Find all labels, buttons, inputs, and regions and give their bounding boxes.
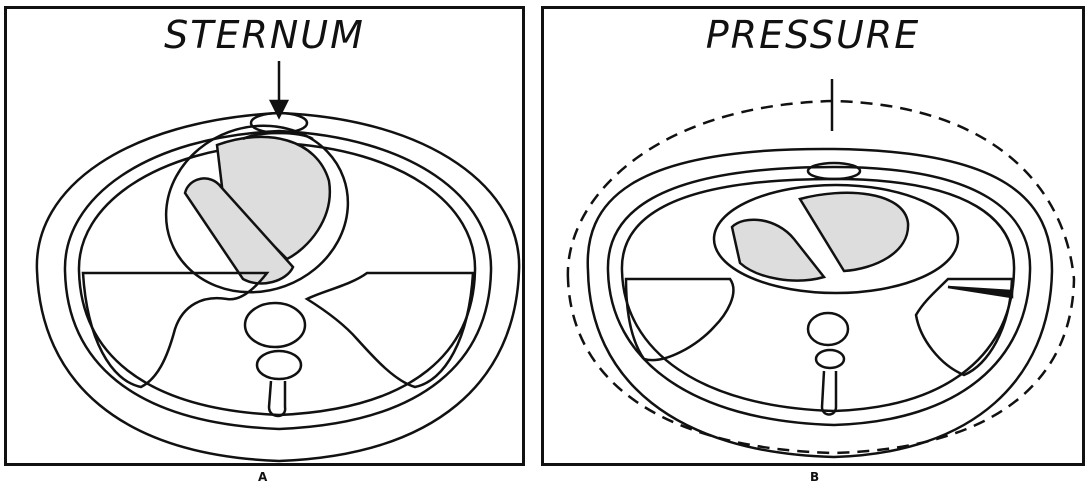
vertebral-body (245, 303, 305, 347)
chest-cross-section-normal (7, 9, 528, 469)
left-ventricle-compressed (800, 193, 908, 271)
right-lung (626, 279, 733, 360)
right-lung (83, 273, 267, 387)
panel-b-label: B (810, 470, 819, 484)
panel-a: STERNUM (4, 6, 525, 466)
chest-cross-section-compressed (544, 9, 1088, 469)
left-lung (307, 273, 473, 387)
compressed-lung-wedge (948, 287, 1012, 297)
spinal-canal (257, 351, 301, 379)
spinous-process (822, 371, 836, 415)
spinal-canal (816, 350, 844, 368)
spinous-process (269, 381, 285, 416)
panel-a-label: A (258, 470, 267, 484)
vertebral-body (808, 313, 848, 345)
arrow-head (271, 101, 287, 117)
sternum-bone (808, 163, 860, 179)
right-ventricle-compressed (732, 220, 824, 281)
panel-b: PRESSURE (541, 6, 1085, 466)
